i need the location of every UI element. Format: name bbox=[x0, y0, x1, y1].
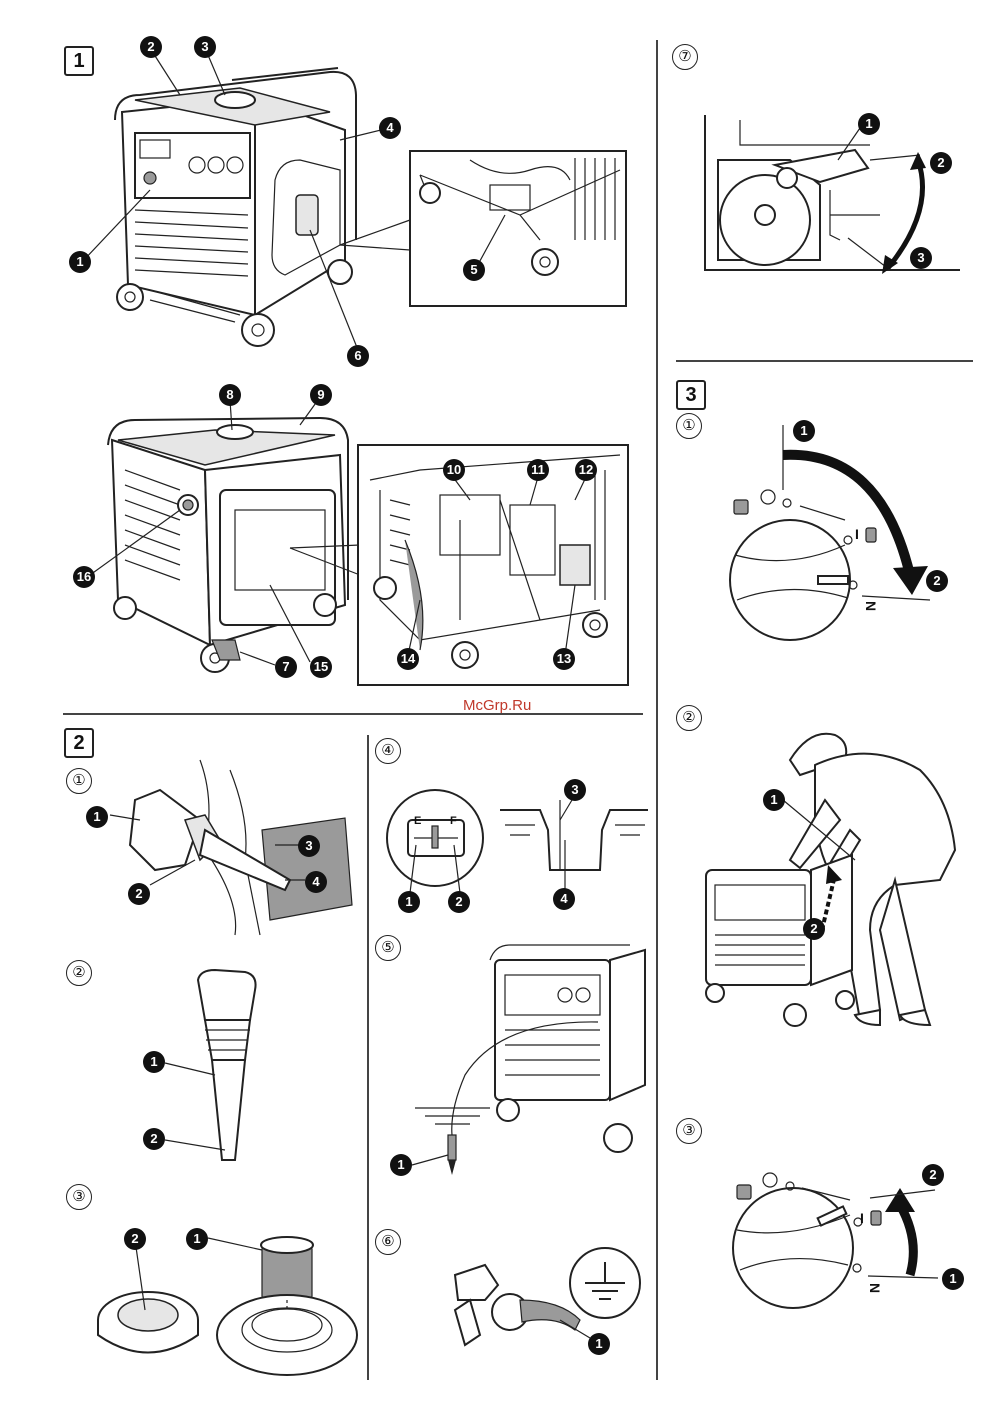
earth-symbol-icon bbox=[570, 1248, 640, 1318]
callout-2-6-1: 1 bbox=[588, 1333, 610, 1355]
